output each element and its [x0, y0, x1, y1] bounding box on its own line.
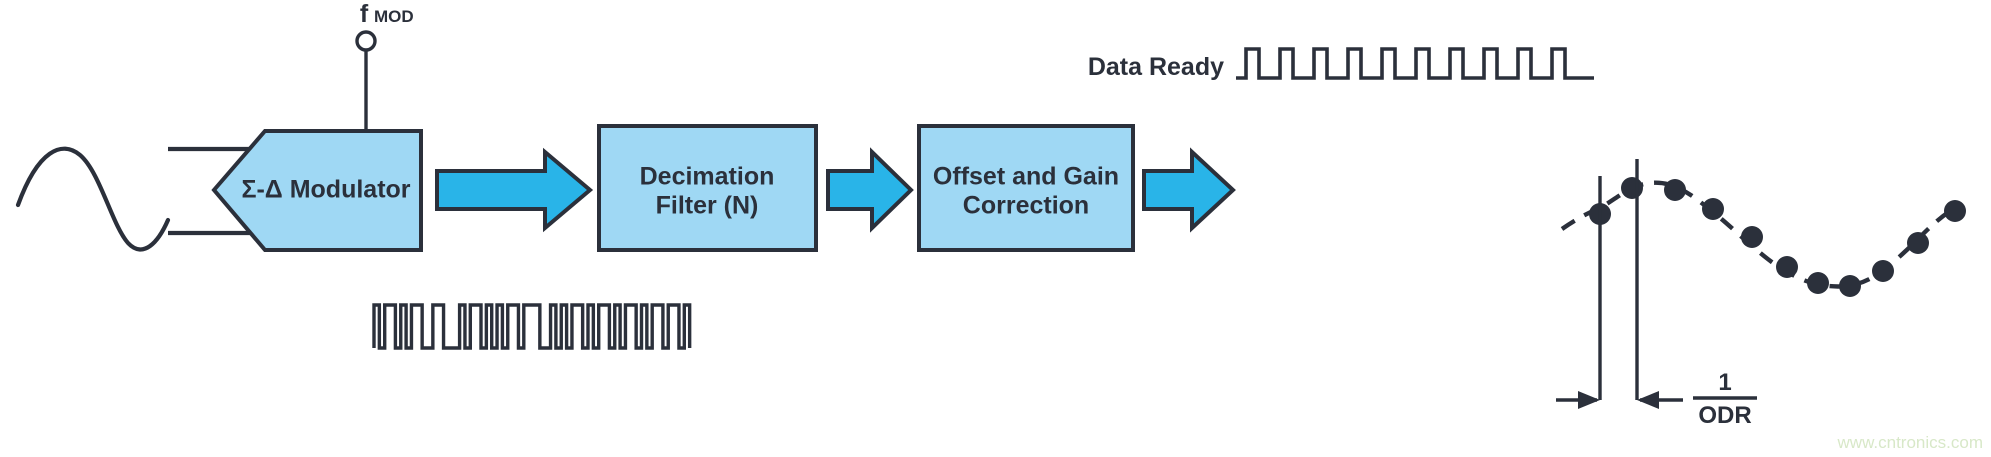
- sample-dots-group: [1589, 177, 1966, 297]
- sample-dot: [1664, 179, 1686, 201]
- sample-dot: [1872, 260, 1894, 282]
- data-ready-group: Data Ready: [1088, 47, 1594, 81]
- data-ready-waveform: [1236, 47, 1594, 80]
- dimension-arrowhead-left-icon: [1578, 391, 1600, 409]
- sample-dot: [1807, 272, 1829, 294]
- sample-dot: [1702, 198, 1724, 220]
- fmod-open-circle-icon: [355, 30, 377, 52]
- arrow-right-icon: [435, 147, 594, 233]
- dimension-arrowhead-right-icon: [1637, 391, 1659, 409]
- modulator-bitstream-waveform: [372, 303, 692, 350]
- odr-fraction-label: 1 ODR: [1693, 369, 1757, 429]
- odr-dimension-arrows: [1556, 391, 1683, 409]
- fmod-label-base: f: [360, 0, 369, 28]
- odr-numerator: 1: [1718, 369, 1731, 396]
- flow-arrow-1: [435, 147, 594, 233]
- flow-arrow-3: [1142, 147, 1236, 233]
- decimation-filter-label-line1: Decimation: [640, 163, 775, 191]
- modulator-shape: [211, 129, 423, 252]
- flow-arrow-2: [826, 147, 914, 233]
- sample-dot: [1944, 200, 1966, 222]
- sample-dot: [1776, 256, 1798, 278]
- odr-period-markers: [1598, 159, 1639, 400]
- watermark-text: www.cntronics.com: [1837, 433, 1983, 452]
- block-modulator[interactable]: Σ-Δ Modulator: [211, 129, 423, 252]
- fmod-clock-terminal: f MOD: [355, 0, 414, 131]
- decimation-filter-shape: [597, 124, 818, 252]
- modulator-label: Σ-Δ Modulator: [241, 176, 410, 204]
- block-offset-gain-correction[interactable]: Offset and Gain Correction: [917, 124, 1135, 252]
- odr-denominator: ODR: [1698, 402, 1751, 429]
- offset-gain-shape: [917, 124, 1135, 252]
- decimation-filter-label-line2: Filter (N): [656, 192, 759, 220]
- arrow-right-icon: [1142, 147, 1236, 233]
- block-decimation-filter[interactable]: Decimation Filter (N): [597, 124, 818, 252]
- sampled-output-waveform: [1560, 177, 1966, 297]
- offset-gain-label-line1: Offset and Gain: [933, 163, 1119, 191]
- bitstream-path: [372, 303, 692, 350]
- sample-dot: [1839, 275, 1861, 297]
- offset-gain-label-line2: Correction: [963, 192, 1089, 220]
- fmod-label-subscript: MOD: [374, 7, 414, 26]
- data-ready-pulse-path: [1236, 47, 1594, 80]
- arrow-right-icon: [826, 147, 914, 233]
- sample-dot: [1907, 232, 1929, 254]
- sample-dot: [1741, 226, 1763, 248]
- sample-dot: [1621, 177, 1643, 199]
- analog-input-sine-wave: [15, 146, 171, 252]
- data-ready-label: Data Ready: [1088, 53, 1224, 81]
